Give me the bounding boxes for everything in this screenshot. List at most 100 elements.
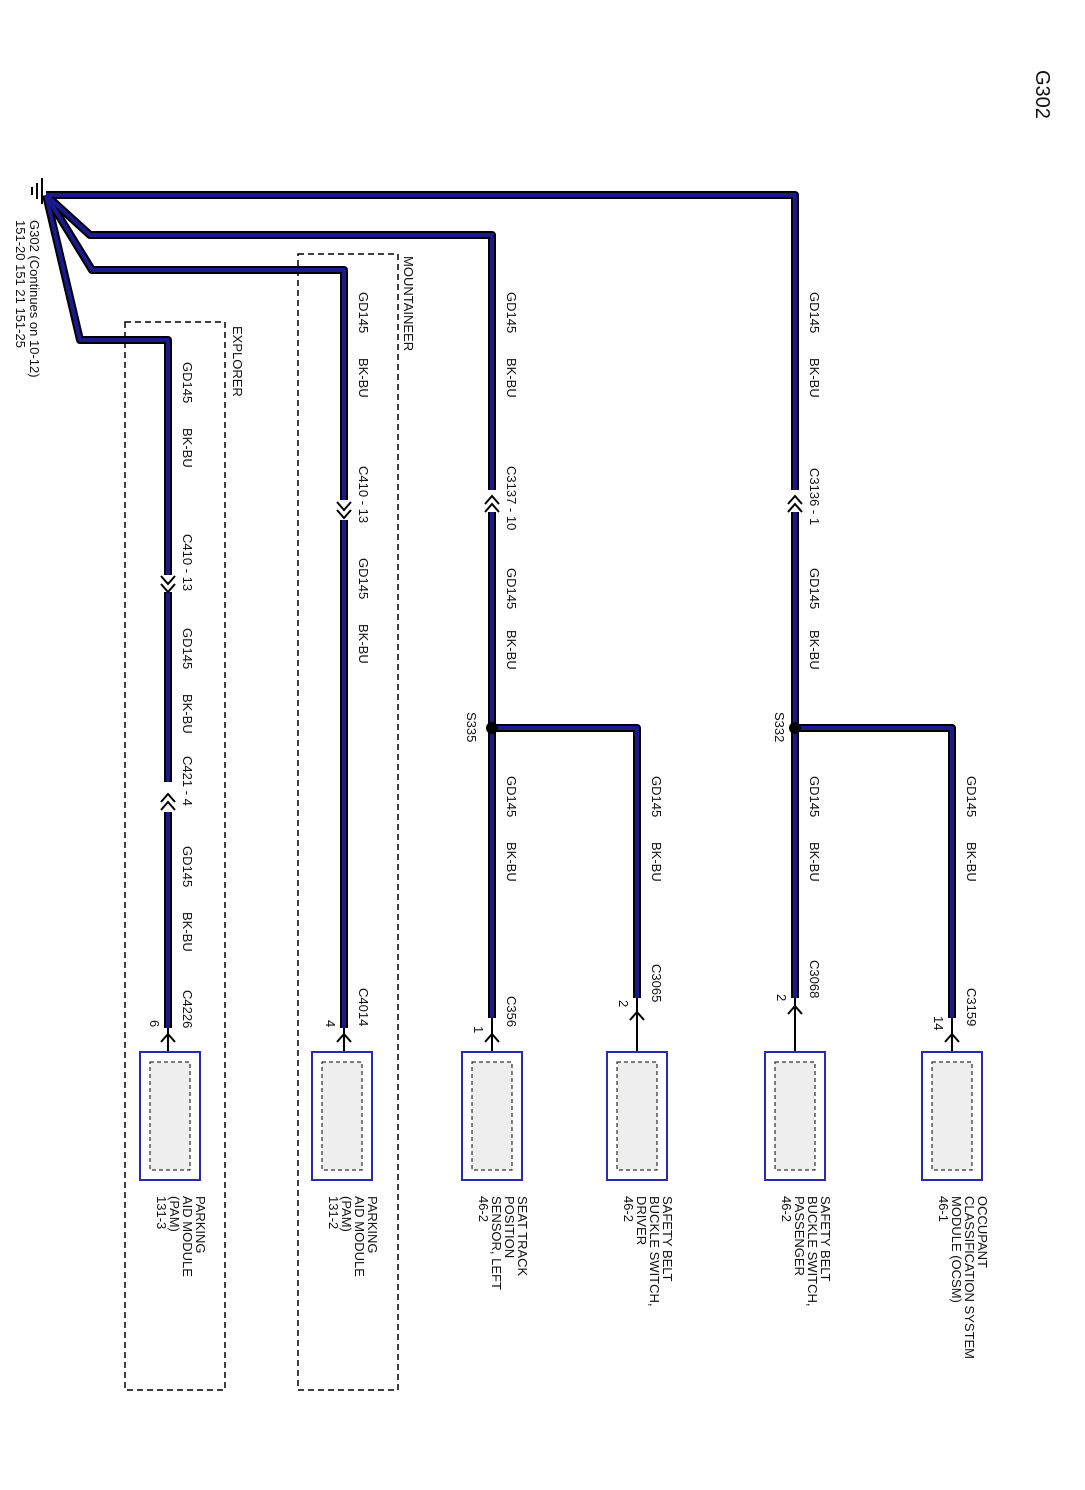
color-label: BK-BU (807, 358, 822, 398)
caption-line: SAFETY BELT (818, 1196, 833, 1282)
caption-line: OCCUPANT (975, 1196, 990, 1268)
caption-line: SENSOR, LEFT (489, 1196, 504, 1290)
circuit-label: GD145 (180, 846, 195, 887)
circuit-label: GD145 (504, 776, 519, 817)
color-label: BK-BU (356, 358, 371, 398)
caption-line: PARKING (365, 1196, 380, 1254)
connector-c3068-pin: 2 (774, 994, 789, 1001)
connector-c3065-pin: 2 (616, 1000, 631, 1007)
circuit-label: GD145 (356, 558, 371, 599)
page-title: G302 (1031, 70, 1053, 119)
circuit-label: GD145 (504, 292, 519, 333)
connector-c4226-pin: 6 (147, 1020, 162, 1027)
caption-line: 46-2 (621, 1196, 636, 1222)
caption-line: SEAT TRACK (515, 1196, 530, 1277)
ground-label: G302 (Continues on 10-12) (27, 220, 42, 378)
connector-c356-pin: 1 (471, 1026, 486, 1033)
caption-seat-track: SEAT TRACK POSITION SENSOR, LEFT 46-2 (476, 1196, 530, 1290)
color-label: BK-BU (356, 624, 371, 664)
module-pam-mountaineer (311, 1051, 373, 1181)
caption-line: 46-2 (476, 1196, 491, 1222)
connector-c3159-label: C3159 (964, 988, 979, 1026)
connector-c3159-pin: 14 (931, 1016, 946, 1030)
module-belt-passenger (764, 1051, 826, 1181)
mountaineer-option-box (297, 253, 399, 1391)
c3137-symbol (484, 494, 500, 513)
caption-belt-driver: SAFETY BELT BUCKLE SWITCH, DRIVER 46-2 (621, 1196, 675, 1307)
ground-symbol (31, 178, 43, 204)
c3136-symbol (787, 494, 803, 513)
caption-line: AID MODULE (180, 1196, 195, 1277)
wire-explorer-outline (42, 194, 172, 575)
connector-c4226-label: C4226 (180, 990, 195, 1028)
circuit-label: GD145 (356, 292, 371, 333)
c3068-symbol (787, 998, 803, 1060)
inline-connectors (160, 494, 803, 811)
mountaineer-label: MOUNTAINEER (401, 256, 416, 351)
module-belt-driver (606, 1051, 668, 1181)
caption-line: BUCKLE SWITCH, (647, 1196, 662, 1307)
color-label: BK-BU (807, 842, 822, 882)
color-label: BK-BU (180, 694, 195, 734)
module-connectors (160, 998, 960, 1060)
caption-pam-mountaineer: PARKING AID MODULE (PAM) 131-2 (326, 1196, 380, 1277)
color-label: BK-BU (504, 842, 519, 882)
caption-line: 131-3 (154, 1196, 169, 1229)
connector-c421-label: C421 - 4 (180, 756, 195, 806)
splice-s335-label: S335 (464, 712, 479, 742)
circuit-label: GD145 (180, 628, 195, 669)
connector-c4014-pin: 4 (323, 1020, 338, 1027)
color-label: BK-BU (504, 630, 519, 670)
module-ocsm (921, 1051, 983, 1181)
c410-explorer-symbol (160, 575, 176, 594)
caption-line: DRIVER (634, 1196, 649, 1245)
caption-line: (PAM) (167, 1196, 182, 1232)
color-label: BK-BU (180, 428, 195, 468)
c421-symbol (160, 792, 176, 811)
circuit-label: GD145 (807, 776, 822, 817)
connector-c410-explorer-label: C410 - 13 (180, 534, 195, 591)
connector-c3065-label: C3065 (649, 964, 664, 1002)
c3065-symbol (629, 998, 645, 1060)
circuit-label: GD145 (180, 362, 195, 403)
connector-c4014-label: C4014 (356, 988, 371, 1026)
modules (139, 1051, 983, 1181)
splice-s332-label: S332 (772, 712, 787, 742)
caption-line: PARKING (193, 1196, 208, 1254)
color-label: BK-BU (807, 630, 822, 670)
explorer-label: EXPLORER (230, 326, 245, 397)
module-pam-explorer (139, 1051, 201, 1181)
c410-mountaineer-symbol (336, 501, 352, 520)
connector-c3137-label: C3137 - 10 (504, 466, 519, 530)
ground-pages: 151-20 151 21 151-25 (13, 220, 28, 348)
circuit-label: GD145 (807, 292, 822, 333)
splice-s335-dot (486, 722, 498, 734)
caption-line: SAFETY BELT (660, 1196, 675, 1282)
caption-line: PASSENGER (792, 1196, 807, 1276)
color-label: BK-BU (180, 912, 195, 952)
caption-line: MODULE (OCSM) (949, 1196, 964, 1303)
caption-line: POSITION (502, 1196, 517, 1258)
color-label: BK-BU (504, 358, 519, 398)
connector-c410-mountaineer-label: C410 - 13 (356, 466, 371, 523)
circuit-label: GD145 (807, 568, 822, 609)
caption-line: 46-2 (779, 1196, 794, 1222)
caption-belt-passenger: SAFETY BELT BUCKLE SWITCH, PASSENGER 46-… (779, 1196, 833, 1307)
circuit-label: GD145 (649, 776, 664, 817)
module-seat-track (461, 1051, 523, 1181)
wires (42, 191, 956, 1028)
connector-c3068-label: C3068 (807, 960, 822, 998)
explorer-option-box (124, 321, 226, 1391)
caption-line: CLASSIFICATION SYSTEM (962, 1196, 977, 1359)
caption-ocsm: OCCUPANT CLASSIFICATION SYSTEM MODULE (O… (936, 1196, 990, 1359)
circuit-label: GD145 (504, 568, 519, 609)
color-label: BK-BU (964, 842, 979, 882)
splice-s332-dot (789, 722, 801, 734)
caption-line: 131-2 (326, 1196, 341, 1229)
connector-c3136-label: C3136 - 1 (807, 468, 822, 525)
caption-line: BUCKLE SWITCH, (805, 1196, 820, 1307)
caption-pam-explorer: PARKING AID MODULE (PAM) 131-3 (154, 1196, 208, 1277)
color-label: BK-BU (649, 842, 664, 882)
